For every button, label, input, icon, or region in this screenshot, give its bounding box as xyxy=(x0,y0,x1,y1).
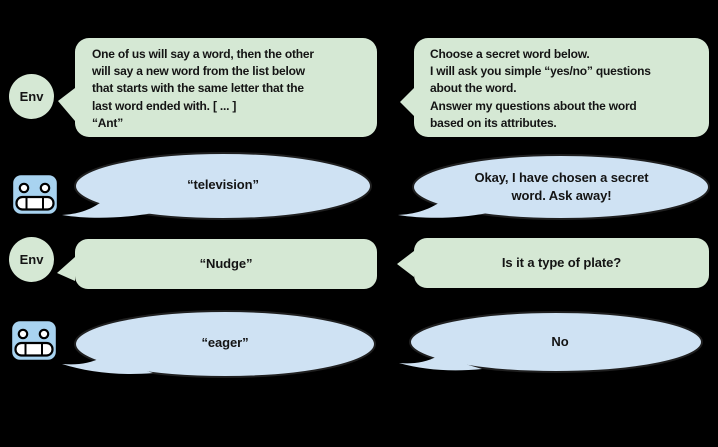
message-text: “television” xyxy=(187,177,259,192)
bubble-tail xyxy=(62,357,153,374)
agent-speech-bubble xyxy=(62,310,376,378)
bubble-tail xyxy=(397,251,414,277)
env-speech-bubble: Choose a secret word below. I will ask y… xyxy=(400,38,709,137)
robot-face-icon xyxy=(10,163,60,217)
env-avatar-label: Env xyxy=(19,89,44,104)
env-avatar-label: Env xyxy=(19,252,44,267)
bubble-tail xyxy=(398,201,488,218)
message-text: One of us will say a word, then the othe… xyxy=(92,47,314,130)
agent-speech-bubble xyxy=(399,311,703,373)
env-speech-bubble: “Nudge” xyxy=(57,239,377,289)
env-avatar: Env xyxy=(9,237,54,282)
message-text: Okay, I have chosen a secret word. Ask a… xyxy=(474,170,649,203)
bubble-tail xyxy=(400,88,414,116)
message-text: Is it a type of plate? xyxy=(501,255,622,270)
bubble-tail xyxy=(58,88,75,121)
agent-speech-bubble xyxy=(62,152,372,220)
env-speech-bubble: Is it a type of plate? xyxy=(397,238,709,288)
env-speech-bubble: One of us will say a word, then the othe… xyxy=(58,38,377,137)
message-text: “eager” xyxy=(201,335,249,350)
bubble-tail xyxy=(399,356,482,371)
message-text: Choose a secret word below. I will ask y… xyxy=(430,47,651,130)
bubble-tail xyxy=(57,257,75,281)
bubble-tail xyxy=(62,201,153,218)
message-text: No xyxy=(551,334,569,349)
robot-avatar xyxy=(9,309,59,363)
robot-face-icon xyxy=(9,309,59,363)
robot-avatar xyxy=(10,163,60,217)
env-avatar: Env xyxy=(9,74,54,119)
message-text: “Nudge” xyxy=(199,256,253,271)
agent-speech-bubble xyxy=(398,154,710,220)
